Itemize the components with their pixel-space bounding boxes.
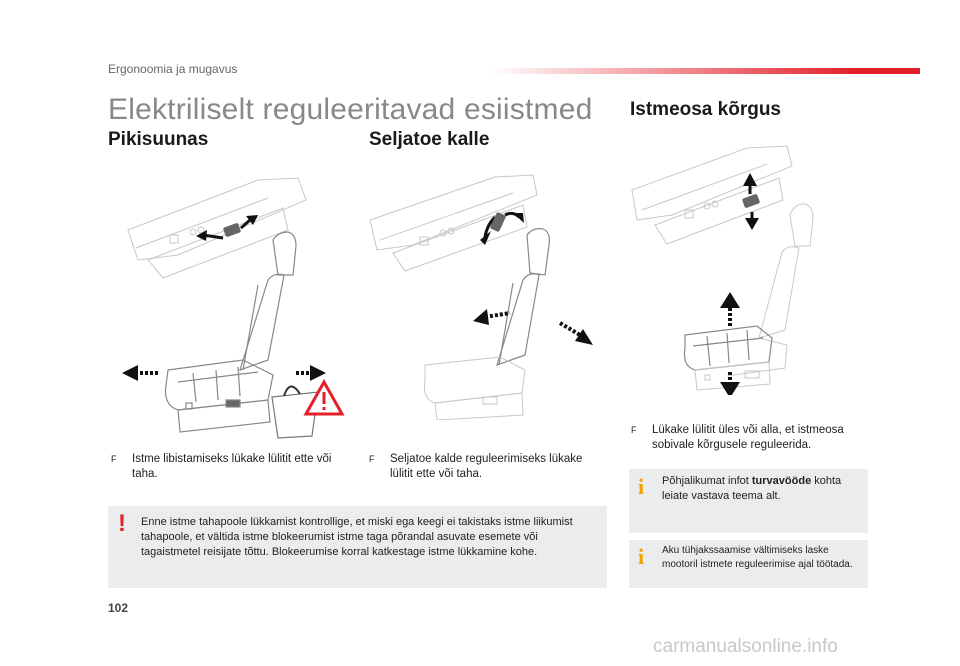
height-down-arrow-icon — [720, 372, 740, 395]
bullet-text: Seljatoe kalde reguleerimiseks lükake lü… — [390, 453, 583, 480]
info-text: Aku tühjakssaamise vältimiseks laske moo… — [662, 545, 853, 570]
info-box-seatbelts: i Põhjalikumat infot turvavööde kohta le… — [629, 469, 868, 533]
info-text-bold: turvavööde — [751, 475, 812, 487]
header-accent-line — [490, 68, 920, 74]
page-number: 102 — [108, 601, 129, 615]
tilt-switch-arrow-icon — [480, 211, 524, 245]
seatback-tilt-illustration — [369, 174, 593, 420]
bullet-istmeosa: F Lükake lülitit üles või alla, et istme… — [631, 423, 861, 455]
info-text: Põhjalikumat infot turvavööde kohta leia… — [662, 474, 862, 504]
bullet-pikisuunas: F Istme libistamiseks lükake lülitit ett… — [111, 452, 336, 484]
section-header: Ergonoomia ja mugavus — [108, 62, 238, 76]
height-up-arrow-icon — [720, 292, 740, 326]
warning-box: ! Enne istme tahapoole lükkamist kontrol… — [108, 506, 607, 588]
info-box-battery: i Aku tühjakssaamise vältimiseks laske m… — [629, 540, 868, 588]
heading-seljatoe-kalle: Seljatoe kalle — [369, 129, 490, 150]
watermark: carmanualsonline.info — [653, 636, 838, 657]
bullet-seljatoe: F Seljatoe kalde reguleerimiseks lükake … — [369, 452, 609, 484]
warning-triangle-icon — [303, 378, 345, 416]
warning-text: Enne istme tahapoole lükkamist kontrolli… — [141, 516, 573, 558]
bag-obstacle-icon — [271, 385, 319, 439]
info-icon: i — [638, 544, 645, 569]
slide-back-arrow-icon — [122, 365, 160, 381]
slide-forward-arrow-icon — [296, 365, 326, 381]
height-switch-arrow-icon — [742, 173, 760, 230]
page-title: Elektriliselt reguleeritavad esiistmed — [108, 93, 593, 126]
info-text-part: kohta leiate vastava teema alt. — [662, 475, 842, 502]
seat-slide-illustration — [122, 177, 345, 439]
bullet-text: Lükake lülitit üles või alla, et istmeos… — [652, 424, 844, 451]
bullet-marker: F — [369, 454, 375, 464]
tilt-forward-arrow-icon — [558, 321, 593, 345]
info-icon: i — [638, 474, 645, 499]
heading-pikisuunas: Pikisuunas — [108, 129, 209, 150]
tilt-back-arrow-icon — [473, 309, 511, 325]
slide-arrow-icon — [196, 215, 258, 241]
seat-height-illustration — [631, 145, 814, 395]
heading-istmeosa-korgus: Istmeosa kõrgus — [630, 99, 781, 120]
bullet-marker: F — [111, 454, 117, 464]
info-text-part: Põhjalikumat infot — [662, 475, 752, 487]
warning-exclamation-icon: ! — [118, 510, 126, 537]
bullet-marker: F — [631, 425, 637, 435]
bullet-text: Istme libistamiseks lükake lülitit ette … — [132, 453, 332, 480]
